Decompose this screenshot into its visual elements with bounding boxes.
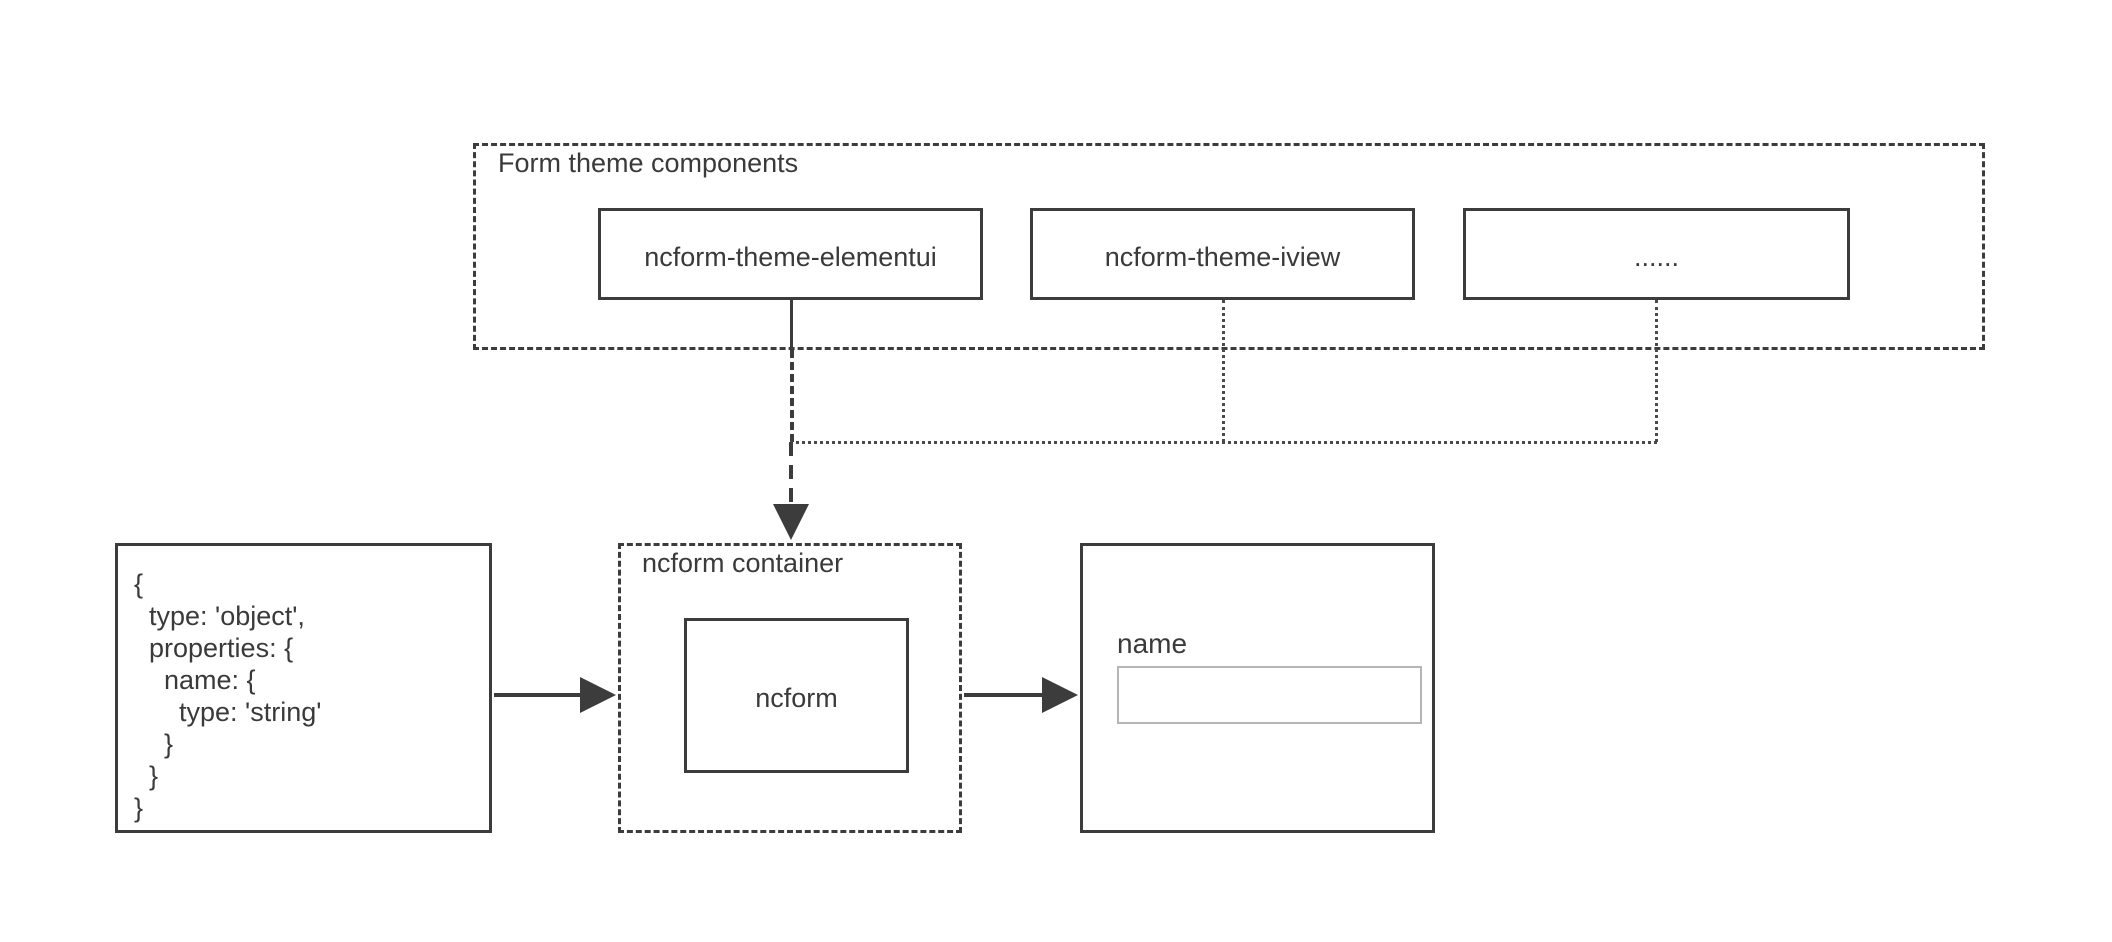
connector-elementui-vertical-dashed [790, 350, 794, 442]
form-field-input-name[interactable] [1117, 666, 1422, 724]
theme-box-label: ncform-theme-iview [1104, 242, 1341, 272]
ncform-box-label: ncform [755, 683, 838, 713]
ncform-container-title: ncform container [636, 550, 850, 577]
schema-box: { type: 'object', properties: { name: { … [115, 543, 492, 833]
connector-iview-vertical-dotted [1222, 300, 1225, 442]
theme-box-more[interactable]: ...... [1463, 208, 1850, 300]
theme-box-label: ...... [1633, 242, 1679, 272]
form-preview-box: name [1080, 543, 1435, 833]
theme-box-ncform-theme-iview[interactable]: ncform-theme-iview [1030, 208, 1415, 300]
connector-elementui-vertical-solid [790, 300, 793, 352]
form-theme-components-title: Form theme components [492, 150, 805, 177]
schema-code: { type: 'object', properties: { name: { … [134, 569, 322, 823]
connector-theme-horizontal-rail [790, 441, 1657, 444]
theme-box-label: ncform-theme-elementui [644, 242, 937, 272]
connector-more-vertical-dotted [1655, 300, 1658, 442]
form-theme-components-group [473, 143, 1985, 350]
ncform-container-group [618, 543, 962, 833]
ncform-box[interactable]: ncform [684, 618, 909, 773]
theme-box-ncform-theme-elementui[interactable]: ncform-theme-elementui [598, 208, 983, 300]
form-field-label-name: name [1117, 628, 1188, 659]
